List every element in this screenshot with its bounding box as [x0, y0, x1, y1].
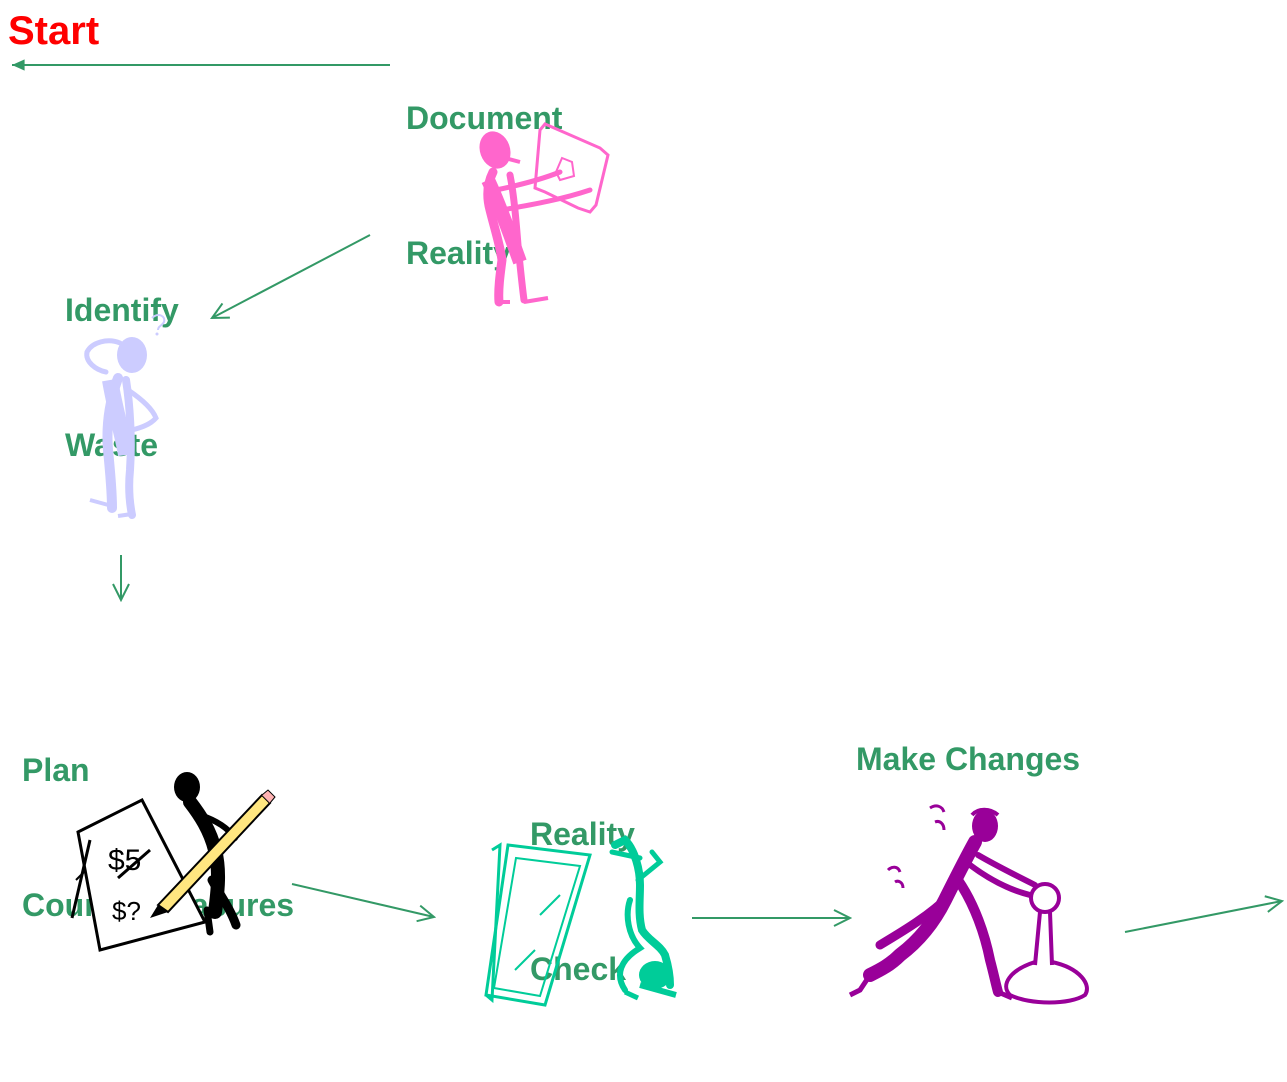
arrow-changes-onward — [1124, 901, 1282, 933]
plan-countermeasures-line1: Plan — [22, 752, 90, 788]
easel-text-bottom: $? — [112, 896, 141, 926]
start-label: Start — [8, 9, 100, 53]
make-changes-label: Make Changes — [856, 741, 1081, 777]
process-diagram: Start Document Reality Identify Waste Pl… — [8, 6, 1287, 1007]
identify-waste-line1: Identify — [65, 292, 179, 328]
person-holding-drawing-icon — [479, 122, 610, 307]
reality-check-label: Reality Check — [530, 722, 635, 1082]
person-thinking-icon — [84, 314, 166, 519]
reality-check-line2: Check — [530, 951, 627, 987]
diagram-graphics: $5 $? — [12, 59, 1287, 1007]
arrow-document-to-identify — [212, 234, 371, 318]
arrow-plan-to-reality — [291, 883, 434, 917]
document-reality-line2: Reality — [406, 235, 511, 271]
document-reality-line1: Document — [406, 100, 563, 136]
document-reality-label: Document Reality — [406, 6, 562, 366]
person-handstand-mirror-icon — [484, 835, 677, 1007]
person-pushing-lever-icon — [848, 804, 1089, 1005]
person-writing-on-easel-icon: $5 $? — [70, 772, 276, 952]
flow-arrows — [12, 59, 1282, 933]
